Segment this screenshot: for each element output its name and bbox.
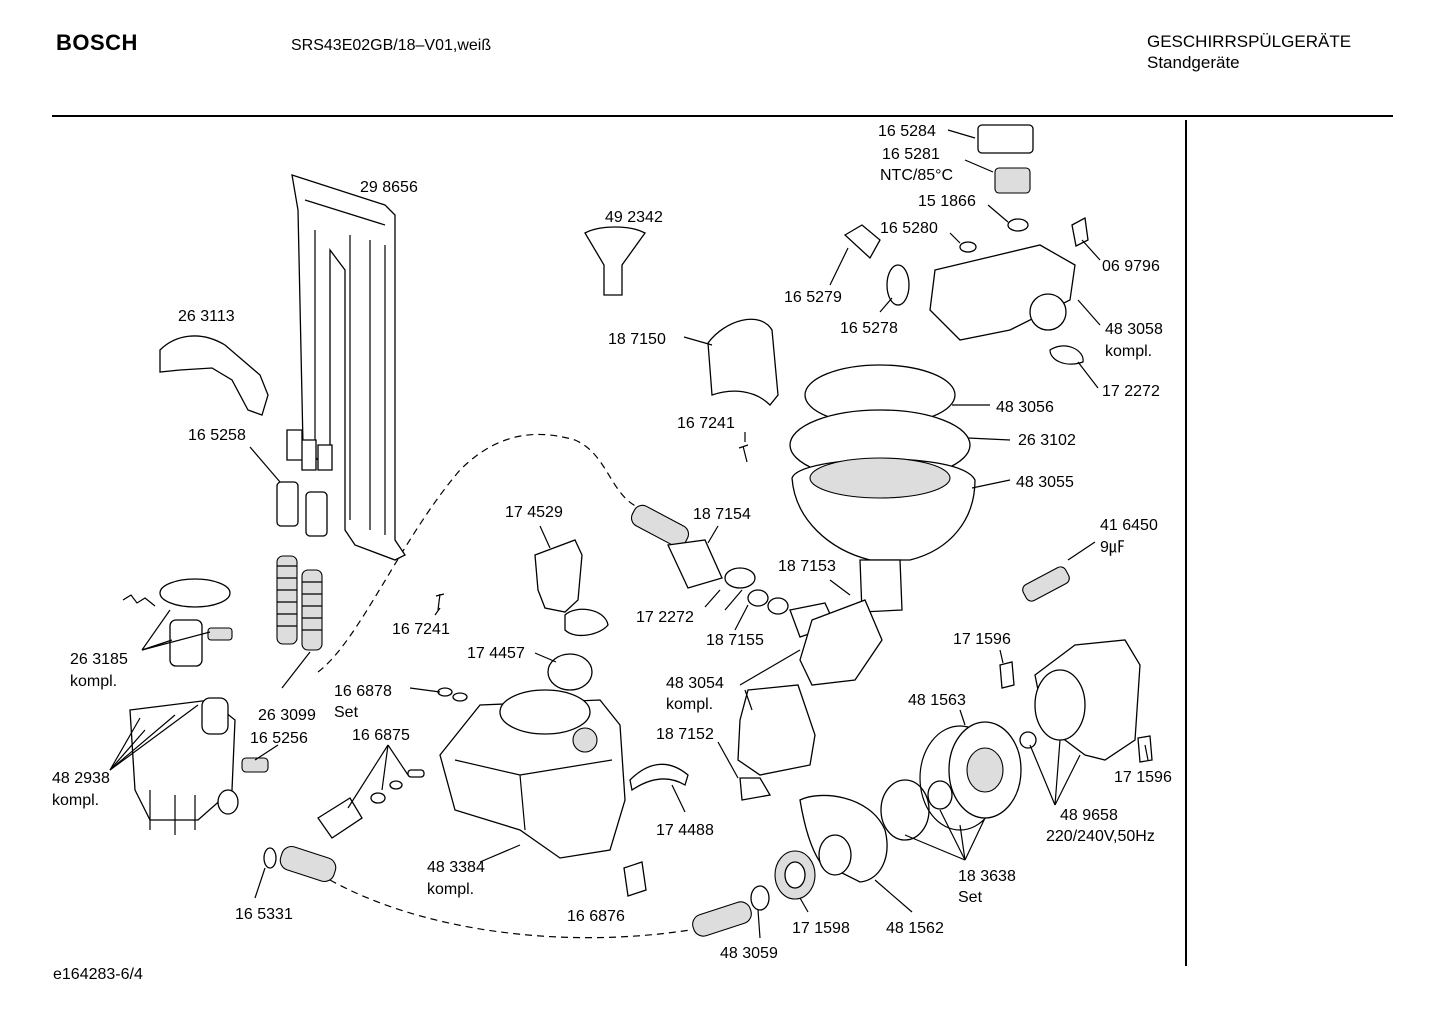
label-17-4488: 17 4488 [656,822,714,839]
leader-lines [109,129,1149,939]
label-48-1563: 48 1563 [908,692,966,709]
label-48-3059: 48 3059 [720,945,778,962]
label-17-1596-top: 17 1596 [953,631,1011,648]
impeller-set [880,721,1022,841]
label-16-5281: 16 5281 [882,146,940,163]
label-18-7154: 18 7154 [693,506,751,523]
label-17-1596-right: 17 1596 [1114,769,1172,786]
label-17-1598: 17 1598 [792,920,850,937]
seal-ring [547,653,593,691]
label-ntc: NTC/85°C [880,167,953,184]
circulation-motor [999,639,1153,763]
funnel-part [584,226,646,296]
category-title: GESCHIRRSPÜLGERÄTE [1147,32,1352,51]
valve-kit [317,687,468,839]
drain-hose [263,845,770,937]
screw-a [738,444,749,463]
inlet-valve [122,578,233,667]
label-48-3058: 48 3058 [1105,321,1163,338]
label-16-6878: 16 6878 [334,683,392,700]
label-41-6450: 41 6450 [1100,517,1158,534]
label-18-7152: 18 7152 [656,726,714,743]
drain-route-dashed [329,879,691,939]
bend-part [629,763,689,792]
label-18-7153: 18 7153 [778,558,836,575]
label-48-9658: 48 9658 [1060,807,1118,824]
label-18-3638: 18 3638 [958,868,1016,885]
category-subtitle: Standgeräte [1147,53,1240,72]
cap-cover [707,318,779,406]
bracket-part [534,539,583,613]
corrugated-hoses [276,555,323,651]
label-48-3058-kompl: kompl. [1105,343,1152,360]
label-16-5279: 16 5279 [784,289,842,306]
label-17-4529: 17 4529 [505,504,563,521]
model-number: SRS43E02GB/18–V01,weiß [291,37,492,54]
hose-sleeves [276,481,328,537]
label-16-5284: 16 5284 [878,123,936,140]
part-number-labels: 16 5284 16 5281 NTC/85°C 15 1866 16 5280… [52,123,1172,962]
label-9mf: 9㎌ [1100,539,1125,556]
control-module [737,684,816,776]
category-block: GESCHIRRSPÜLGERÄTE Standgeräte [1147,31,1351,73]
label-16-5278: 16 5278 [840,320,898,337]
label-16-7241-left: 16 7241 [392,621,450,638]
label-26-3185-kompl: kompl. [70,673,117,690]
label-16-6875: 16 6875 [352,727,410,744]
label-48-3055: 48 3055 [1016,474,1074,491]
label-16-5256: 16 5256 [250,730,308,747]
aquastop-block [129,697,269,835]
water-pipe-assembly [286,174,406,561]
label-17-4457: 17 4457 [467,645,525,662]
label-16-6876: 16 6876 [567,908,625,925]
heater-valve-assembly [843,124,1089,365]
water-softener [439,689,626,859]
label-48-3056: 48 3056 [996,399,1054,416]
diagram-id: e164283-6/4 [53,966,143,983]
label-17-2272-mid: 17 2272 [636,609,694,626]
label-48-2938-kompl: kompl. [52,792,99,809]
label-49-2342: 49 2342 [605,209,663,226]
label-16-6878-set: Set [334,704,359,721]
label-26-3113: 26 3113 [178,308,235,325]
label-48-3054-kompl: kompl. [666,696,713,713]
small-cap [623,861,647,897]
label-16-5258: 16 5258 [188,427,246,444]
label-15-1866: 15 1866 [918,193,976,210]
circulation-hoses [630,504,883,686]
brand-logo: BOSCH [56,30,138,55]
clamp-part [564,608,609,637]
label-06-9796: 06 9796 [1102,258,1160,275]
label-48-3054: 48 3054 [666,675,724,692]
screw-b [435,593,445,611]
drain-pump [774,794,888,900]
label-voltage: 220/240V,50Hz [1046,828,1155,845]
hose-route-dashed [317,433,646,673]
label-17-2272-top: 17 2272 [1102,383,1160,400]
label-26-3185: 26 3185 [70,651,128,668]
label-48-3384-kompl: kompl. [427,881,474,898]
label-18-7155: 18 7155 [706,632,764,649]
label-16-5280: 16 5280 [880,220,938,237]
label-18-7150: 18 7150 [608,331,666,348]
label-26-3099: 26 3099 [258,707,316,724]
label-16-7241-top: 16 7241 [677,415,735,432]
label-18-3638-set: Set [958,889,983,906]
capacitor [1022,566,1070,602]
label-26-3102: 26 3102 [1018,432,1076,449]
label-16-5331: 16 5331 [235,906,293,923]
label-48-1562: 48 1562 [886,920,944,937]
label-48-2938: 48 2938 [52,770,110,787]
label-48-3384: 48 3384 [427,859,485,876]
cover-piece [159,335,269,416]
label-29-8656: 29 8656 [360,179,418,196]
sump-assembly [789,364,976,613]
clip-part [739,777,772,801]
